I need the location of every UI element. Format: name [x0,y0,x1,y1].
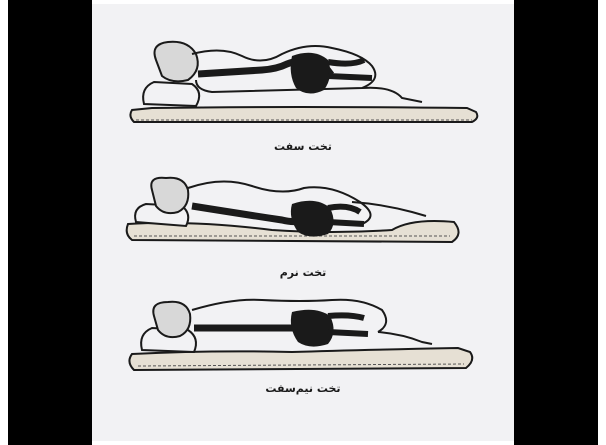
caption-soft-bed: تخت نرم [92,266,514,279]
left-letterbox-bar [8,0,92,445]
soft-bed-illustration [92,172,514,252]
semi-firm-bed-illustration [92,288,514,378]
firm-bed-illustration [92,36,514,136]
caption-firm-bed: تخت سفت [92,140,514,153]
scanned-page: تخت سفت تخت نرم [92,4,514,441]
caption-semi-firm-bed: تخت نیم‌سفت [92,382,514,395]
right-letterbox-bar [514,0,598,445]
